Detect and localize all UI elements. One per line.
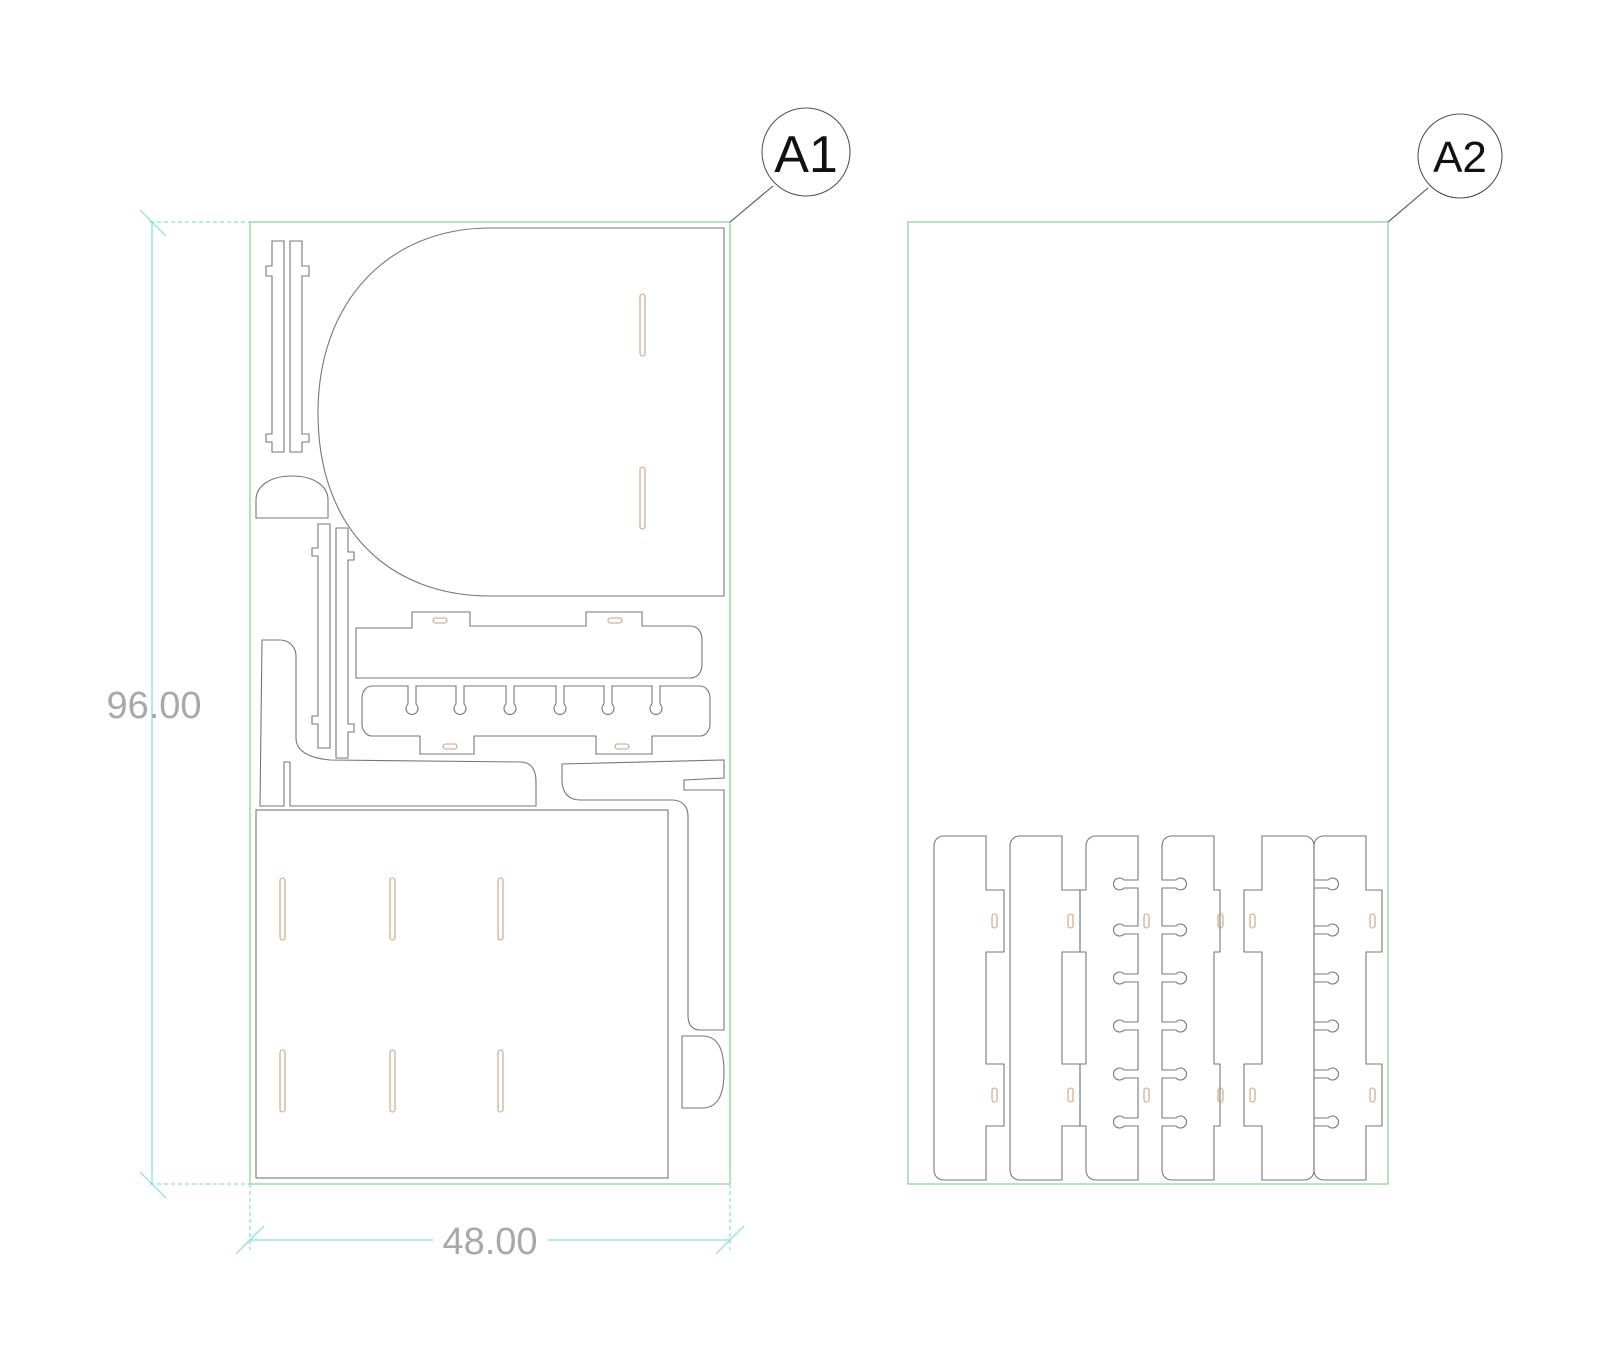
part-strip-1 (933, 835, 1005, 1181)
part-strip-5 (1243, 835, 1315, 1181)
sheet-a1-outline (249, 221, 731, 1185)
height-dimension-label: 96.00 (106, 685, 201, 727)
sheet-a2-outline (907, 221, 1389, 1185)
part-l-strip-right (561, 759, 725, 1031)
sheet-a1-tag-label: A1 (774, 126, 838, 184)
part-base-panel (255, 809, 669, 1179)
part-keyhole-strip-4 (1161, 835, 1224, 1181)
part-tabbed-rail-top (355, 611, 703, 679)
sheet-a1-tag: A1 (729, 107, 851, 223)
part-rounded-panel (317, 227, 725, 597)
part-dome-small-top (255, 475, 329, 519)
part-l-bracket (259, 639, 537, 807)
sheet-a2-tag: A2 (1387, 113, 1503, 223)
part-strip-2 (1009, 835, 1081, 1181)
sheet-a1: 96.00 48.00 A1 (106, 107, 851, 1263)
width-dimension-label: 48.00 (442, 1221, 537, 1263)
sheet-a2-tag-label: A2 (1433, 133, 1487, 182)
height-dimension: 96.00 (106, 209, 250, 1199)
part-keyhole-strip-6 (1313, 835, 1383, 1181)
part-rails-middle (311, 523, 355, 759)
part-keyhole-rail-middle (361, 685, 711, 755)
part-keyhole-strip-3 (1079, 835, 1150, 1181)
part-rails-top-left (265, 240, 310, 453)
part-dome-small-bottom (681, 1035, 725, 1109)
sheet-a2: A2 (907, 113, 1503, 1185)
width-dimension: 48.00 (235, 1184, 745, 1263)
